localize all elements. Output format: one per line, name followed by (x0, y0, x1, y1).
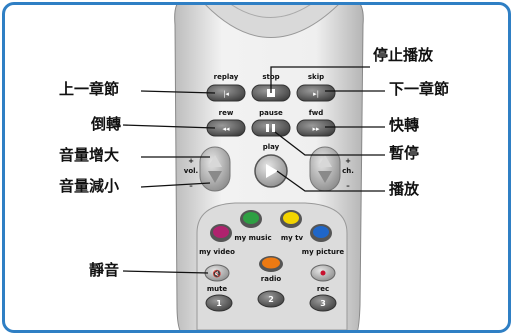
callout-mute: 靜音 (89, 261, 120, 279)
leader-replay (140, 90, 216, 94)
play-label: play (263, 143, 280, 151)
callout-skip: 下一章節 (389, 80, 450, 98)
callout-vol-down: 音量減小 (59, 177, 120, 195)
orange-button[interactable] (259, 256, 283, 272)
play-button[interactable] (254, 154, 288, 188)
vol-minus-label: – (189, 182, 193, 190)
leader-play (276, 170, 385, 192)
skip-label: skip (308, 73, 324, 81)
rec-label: rec (317, 285, 329, 293)
ch-label: ch. (342, 167, 354, 175)
radio-label: radio (261, 275, 282, 283)
leader-pause (274, 131, 385, 156)
callout-play: 播放 (389, 180, 420, 198)
rew-button[interactable]: ◂◂ (206, 119, 246, 137)
my-picture-label: my picture (302, 248, 345, 256)
leader-stop (270, 66, 370, 93)
remote-diagram: |◂ ▸| replay stop skip ◂◂ ▸▸ rew pause f… (122, 5, 385, 330)
pause-button[interactable] (251, 119, 291, 137)
leader-rew (122, 124, 216, 129)
number-2-button[interactable]: 2 (257, 290, 285, 308)
blue-button[interactable] (310, 224, 332, 242)
volume-rocker[interactable] (199, 146, 231, 192)
svg-text:◂◂: ◂◂ (222, 125, 230, 133)
number-3-button[interactable]: 3 (309, 294, 337, 312)
my-video-label: my video (199, 248, 235, 256)
my-tv-label: my tv (281, 234, 304, 242)
fwd-label: fwd (309, 109, 324, 117)
vol-plus-label: + (188, 157, 194, 165)
svg-text:1: 1 (216, 299, 222, 308)
svg-text:▸▸: ▸▸ (312, 125, 320, 133)
mute-label: mute (207, 285, 228, 293)
replay-label: replay (214, 73, 239, 81)
leader-vol-down (140, 182, 211, 188)
callout-rew: 倒轉 (91, 115, 122, 133)
svg-text:2: 2 (268, 295, 274, 304)
channel-rocker[interactable] (309, 146, 341, 192)
yellow-button[interactable] (280, 210, 302, 228)
ch-minus-label: – (346, 182, 350, 190)
green-button[interactable] (240, 210, 262, 228)
svg-text:▸|: ▸| (313, 90, 319, 98)
rec-button[interactable] (310, 264, 336, 282)
callout-pause: 暫停 (389, 144, 420, 162)
mute-button[interactable]: 🔇 (204, 264, 230, 282)
skip-button[interactable]: ▸| (296, 84, 336, 102)
my-music-label: my music (234, 234, 271, 242)
pause-label: pause (259, 109, 283, 117)
remote-top-arc (205, 5, 339, 38)
ch-plus-label: + (345, 157, 351, 165)
svg-text:3: 3 (320, 299, 326, 308)
svg-text:|◂: |◂ (223, 90, 229, 98)
magenta-button[interactable] (210, 224, 232, 242)
replay-button[interactable]: |◂ (206, 84, 246, 102)
svg-text:🔇: 🔇 (213, 269, 222, 278)
callout-stop: 停止播放 (373, 46, 434, 64)
rew-label: rew (219, 109, 234, 117)
fwd-button[interactable]: ▸▸ (296, 119, 336, 137)
callout-replay: 上一章節 (59, 80, 120, 98)
callout-fwd: 快轉 (389, 116, 420, 134)
callout-vol-up: 音量增大 (59, 146, 120, 164)
number-1-button[interactable]: 1 (205, 294, 233, 312)
leader-mute (122, 270, 209, 274)
leader-lines (122, 66, 385, 274)
vol-label: vol. (184, 167, 198, 175)
